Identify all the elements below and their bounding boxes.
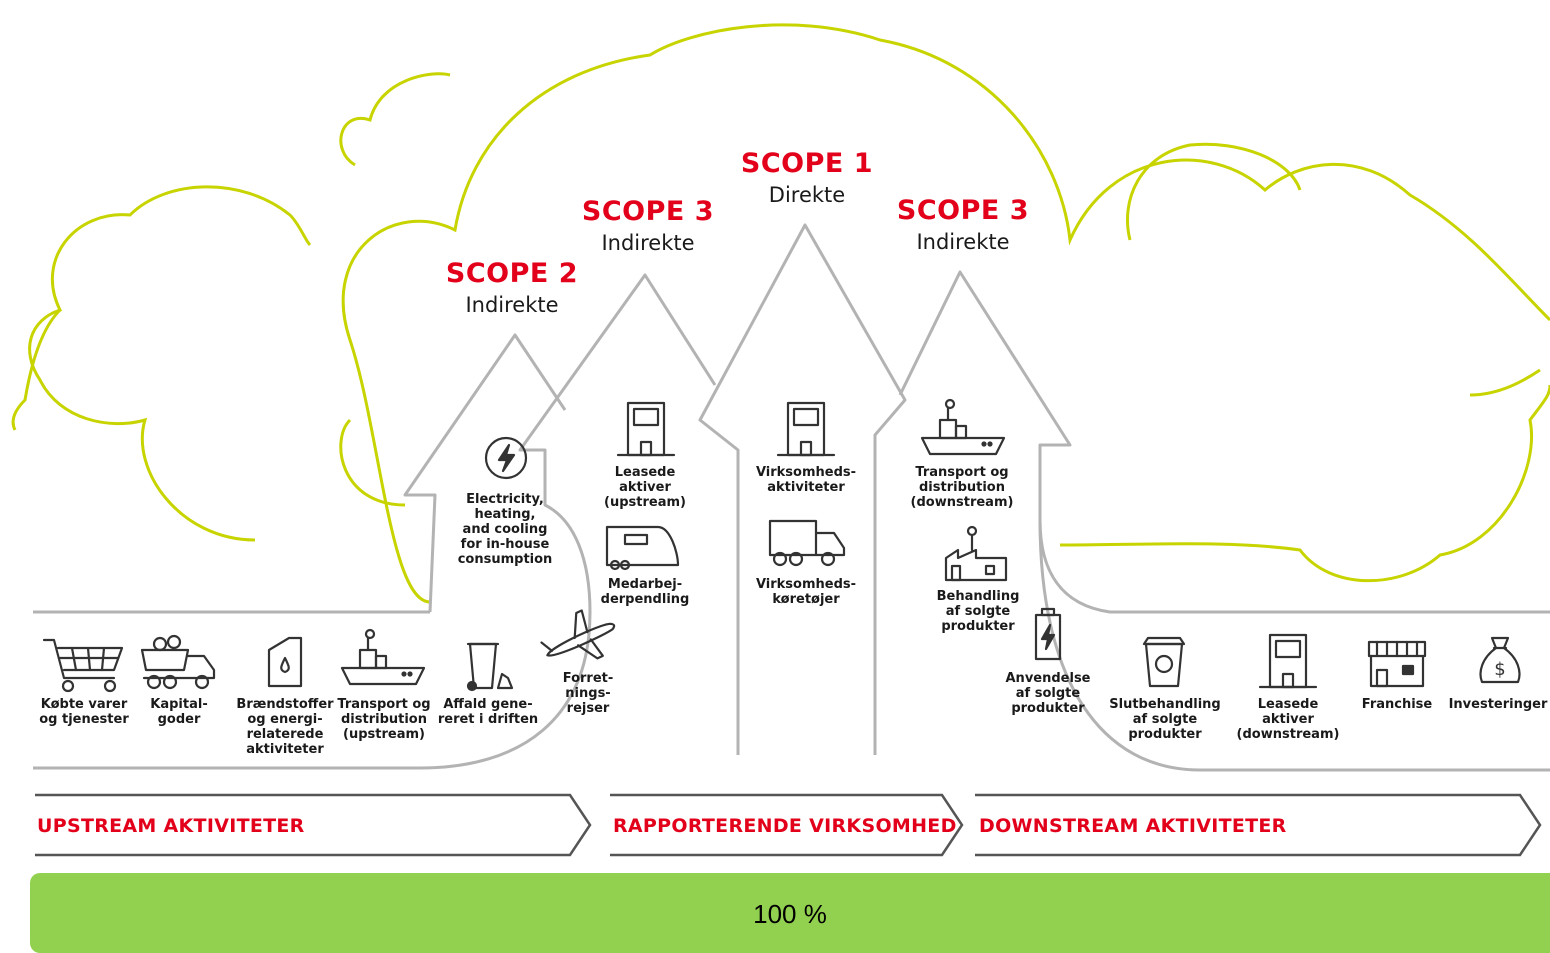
battery-icon (1034, 607, 1062, 661)
waste-label: Affald gene- reret i driften (437, 697, 539, 727)
leased-assets-downstream-label: Leasede aktiver (downstream) (1236, 697, 1340, 742)
scope1-subtitle: Direkte (768, 183, 846, 207)
reporting-company-band-label: RAPPORTERENDE VIRKSOMHED (613, 815, 957, 837)
upstream-band-label: UPSTREAM AKTIVITETER (37, 815, 305, 837)
fuel-can-icon (267, 636, 303, 688)
scope2-title: SCOPE 2 (445, 258, 579, 289)
recycle-bin-icon (1142, 636, 1186, 688)
cart-icon (42, 638, 124, 693)
processing-sold-products-label: Behandling af solgte produkter (936, 589, 1020, 634)
scope3-downstream-heading: SCOPE 3 Indirekte (883, 197, 1043, 253)
dollar-sign-icon: $ (1494, 659, 1505, 680)
scope3-upstream-heading: SCOPE 3 Indirekte (568, 198, 728, 254)
company-activities-label: Virksomheds- aktiviteter (755, 465, 857, 495)
ship-icon (920, 398, 1006, 456)
investments-label: Investeringer (1448, 697, 1548, 712)
scope3-downstream-title: SCOPE 3 (896, 195, 1030, 226)
progress-bar: 100 % (30, 873, 1550, 953)
building-icon (776, 401, 836, 457)
money-bag-icon (1479, 636, 1521, 684)
company-vehicles-label: Virksomheds- køretøjer (755, 577, 857, 607)
scope1-heading: SCOPE 1 Direkte (727, 150, 887, 206)
scope2-heading: SCOPE 2 Indirekte (432, 260, 592, 316)
progress-label: 100 % (753, 899, 827, 929)
employee-commuting-label: Medarbej- derpendling (600, 577, 690, 607)
factory-icon (944, 525, 1008, 582)
scope1-title: SCOPE 1 (740, 148, 874, 179)
scope2-item-label: Electricity, heating, and cooling for in… (457, 492, 553, 567)
train-icon (605, 525, 680, 571)
downstream-band-label: DOWNSTREAM AKTIVITETER (979, 815, 1287, 837)
building-icon (1258, 633, 1318, 689)
airplane-icon (540, 609, 616, 660)
scope3-upstream-subtitle: Indirekte (601, 231, 695, 255)
storefront-icon (1367, 640, 1427, 688)
activity-bands (35, 793, 1542, 857)
truck-icon (768, 519, 846, 567)
franchise-label: Franchise (1361, 697, 1433, 712)
transport-upstream-label: Transport og distribution (upstream) (337, 697, 431, 742)
capital-goods-label: Kapital- goder (150, 697, 208, 727)
cloud-outlines (11, 23, 1550, 604)
purchased-goods-label: Købte varer og tjenester (39, 697, 129, 727)
scope-arrows (33, 223, 1550, 772)
fuel-energy-label: Brændstoffer og energi- relaterede aktiv… (236, 697, 334, 757)
use-sold-products-label: Anvendelse af solgte produkter (1005, 671, 1091, 716)
dump-truck-icon (140, 634, 216, 690)
waste-bin-icon (466, 642, 514, 692)
lightning-icon (484, 436, 528, 480)
leased-assets-upstream-label: Leasede aktiver (upstream) (604, 465, 686, 510)
business-travel-label: Forret- nings- rejser (562, 671, 614, 716)
scope2-subtitle: Indirekte (465, 293, 559, 317)
scope3-downstream-subtitle: Indirekte (916, 230, 1010, 254)
scope3-upstream-title: SCOPE 3 (581, 196, 715, 227)
end-of-life-label: Slutbehandling af solgte produkter (1109, 697, 1221, 742)
transport-downstream-label: Transport og distribution (downstream) (910, 465, 1014, 510)
building-icon (616, 401, 676, 457)
ship-icon (340, 628, 426, 686)
